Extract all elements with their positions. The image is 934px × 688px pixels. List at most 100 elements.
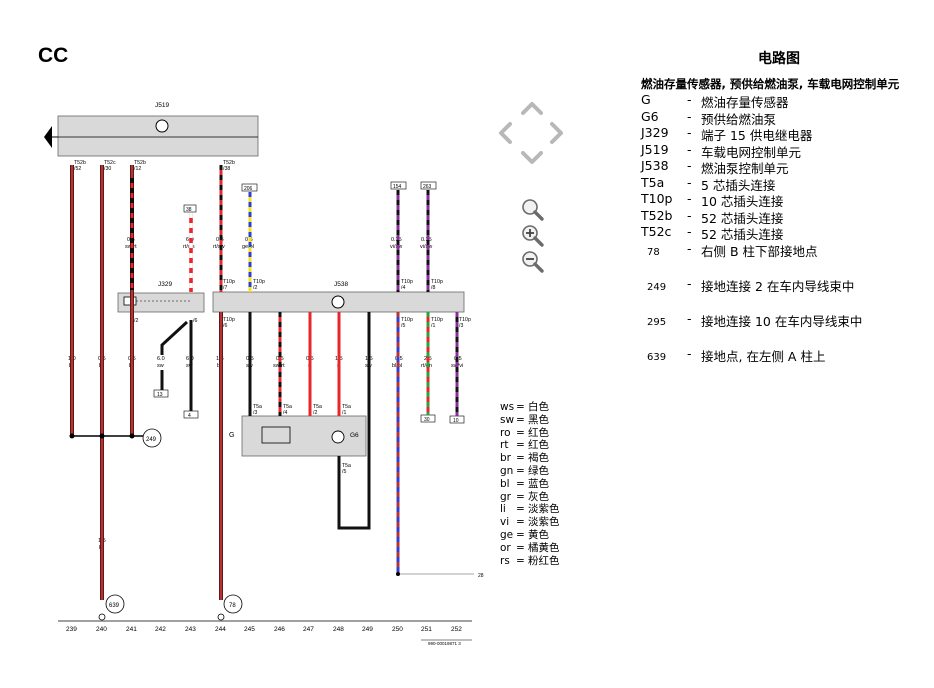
pin-label: /38 (223, 166, 230, 172)
pin-label: /12 (134, 166, 141, 172)
ref-box: 10 (453, 418, 459, 424)
pin-label: T10p (401, 317, 413, 323)
color-key-item: ro=红色 (500, 426, 549, 439)
control-unit-symbol (331, 295, 345, 309)
pin-label: T5a (283, 404, 292, 410)
unit-label-j329: J329 (158, 281, 172, 288)
ref-box: 4 (188, 413, 191, 419)
ground-symbol-78 (223, 594, 243, 614)
ref-box: 154 (393, 184, 402, 190)
column-number: 249 (362, 626, 373, 633)
pin-label: T52c (104, 160, 116, 166)
column-number: 252 (451, 626, 462, 633)
chevron-left-icon[interactable] (497, 121, 513, 145)
diagram-subtitle: 燃油存量传感器, 预供给燃油泵, 车载电网控制单元 (641, 77, 900, 91)
column-number: 250 (392, 626, 403, 633)
ref-box: 206 (244, 186, 253, 192)
ground-label: 639 (109, 603, 120, 609)
page-title: 电路图 (758, 51, 800, 67)
ref-label: 28 (478, 573, 484, 579)
pin-label: T52b (223, 160, 235, 166)
g-g6-unit-box (241, 415, 367, 457)
pin-label: T5a (313, 404, 322, 410)
column-number: 243 (185, 626, 196, 633)
control-unit-symbol (155, 119, 169, 133)
wire-label: sw (186, 363, 193, 369)
fuel-sensor-symbol (261, 426, 291, 444)
column-number: 241 (126, 626, 137, 633)
chevron-right-icon[interactable] (549, 121, 565, 145)
pin-label: T52b (74, 160, 86, 166)
wire-label: rt/ws (183, 244, 195, 250)
column-number: 251 (421, 626, 432, 633)
pin-label: /7 (223, 285, 227, 291)
zoom-out-icon[interactable] (520, 250, 546, 274)
chevron-up-icon[interactable] (520, 100, 544, 116)
column-number: 240 (96, 626, 107, 633)
pin-label: /30 (104, 166, 111, 172)
ref-box: 30 (424, 417, 430, 423)
ref-box: 13 (157, 392, 163, 398)
wire-label: sw (157, 363, 164, 369)
wire-label: vi/sw (390, 244, 402, 250)
pin-label: /1 (342, 410, 346, 416)
color-key-item: bl=蓝色 (500, 477, 549, 490)
pin-label: /6 (223, 323, 227, 329)
color-key-item: ws=白色 (500, 401, 549, 413)
ground-label: 249 (146, 437, 157, 443)
color-key-item: rt=红色 (500, 439, 549, 452)
pin-label: /5 (401, 323, 405, 329)
column-number: 248 (333, 626, 344, 633)
column-number: 247 (303, 626, 314, 633)
j329-relay-box (117, 292, 205, 313)
unit-label-j538: J538 (334, 281, 348, 288)
color-key-item: gn=绿色 (500, 464, 549, 477)
page-code: CC (38, 44, 69, 67)
wire-label: vi/sw (420, 244, 432, 250)
color-key-item: br=褐色 (500, 452, 549, 465)
zoom-in-icon[interactable] (520, 224, 546, 248)
unit-label-j519: J519 (155, 102, 169, 109)
wire-label: rt/sw (213, 244, 225, 250)
pin-label: /2 (253, 285, 257, 291)
pin-label: /2 (134, 318, 138, 324)
column-number: 239 (66, 626, 77, 633)
ground-point (99, 433, 105, 439)
color-key-item: ge=黄色 (500, 528, 549, 541)
pin-label: /52 (74, 166, 81, 172)
pin-label: T10p (431, 279, 443, 285)
chevron-down-icon[interactable] (520, 150, 544, 166)
pin-label: T10p (253, 279, 265, 285)
zoom-fit-icon[interactable] (520, 198, 546, 222)
pin-label: /4 (401, 285, 405, 291)
pin-label: T5a (342, 404, 351, 410)
column-number: 246 (274, 626, 285, 633)
pin-label: T10p (431, 317, 443, 323)
pin-label: /4 (283, 410, 287, 416)
ground-label: 78 (229, 603, 236, 609)
pin-label: /2 (313, 410, 317, 416)
wire-label: ge/bl (242, 244, 254, 250)
ref-box: 38 (186, 207, 192, 213)
wire-color-key: ws=白色 sw=黑色 ro=红色 rt=红色 br=褐色 gn=绿色 bl=蓝… (500, 401, 560, 567)
column-number: 244 (215, 626, 226, 633)
pin-label: T5a (253, 404, 262, 410)
pin-label: T10p (401, 279, 413, 285)
pin-label: /1 (431, 323, 435, 329)
pin-label: /6 (193, 318, 197, 324)
page-link-arrow[interactable] (44, 126, 52, 148)
column-number: 242 (155, 626, 166, 633)
wire-label: 0.35 (421, 237, 432, 243)
ref-box: 263 (423, 184, 432, 190)
pin-label: T10p (459, 317, 471, 323)
j519-unit-box (57, 115, 259, 157)
color-key-item: gr=灰色 (500, 490, 549, 503)
pump-motor-symbol (331, 430, 345, 444)
column-number: 245 (244, 626, 255, 633)
ground-point (129, 433, 135, 439)
ground-point (69, 433, 75, 439)
wire-label: 0.35 (391, 237, 402, 243)
footer-code: 990-00019871 3 (428, 641, 461, 646)
pin-label: T10p (223, 279, 235, 285)
